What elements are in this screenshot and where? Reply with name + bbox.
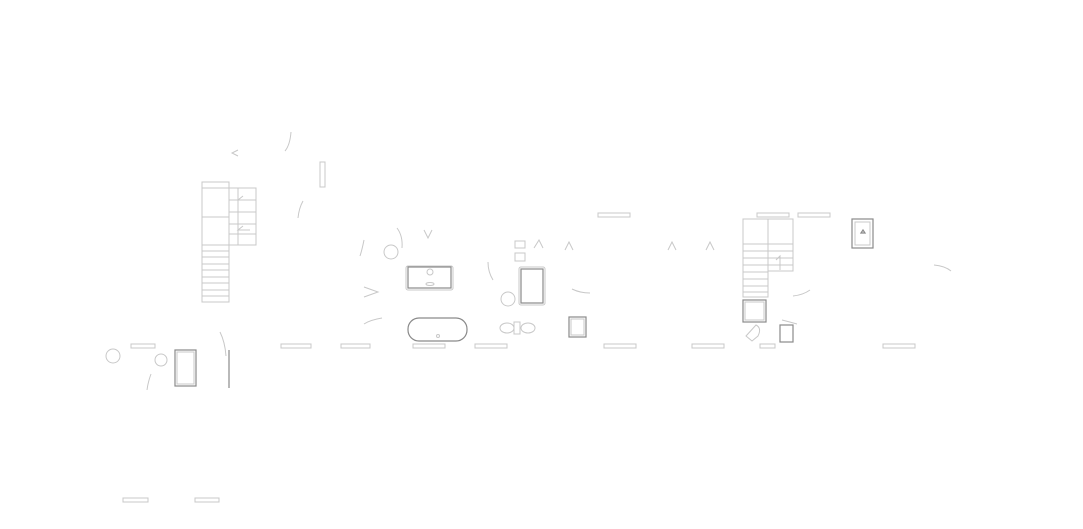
staircase-right [742, 218, 794, 298]
windows [122, 161, 916, 503]
toilet [499, 322, 515, 334]
toilet-right [745, 324, 761, 342]
bathroom-fixtures [105, 218, 874, 387]
door-swings [146, 131, 952, 391]
sink [405, 265, 454, 291]
staircase-left [201, 181, 257, 303]
fireplace [851, 218, 874, 249]
shower-right [742, 299, 767, 323]
boiler-icon [383, 244, 399, 260]
washbasin [500, 291, 516, 307]
shower-left [174, 349, 197, 387]
shower [518, 266, 546, 306]
cabinet [568, 316, 587, 338]
bathtub [407, 317, 468, 342]
